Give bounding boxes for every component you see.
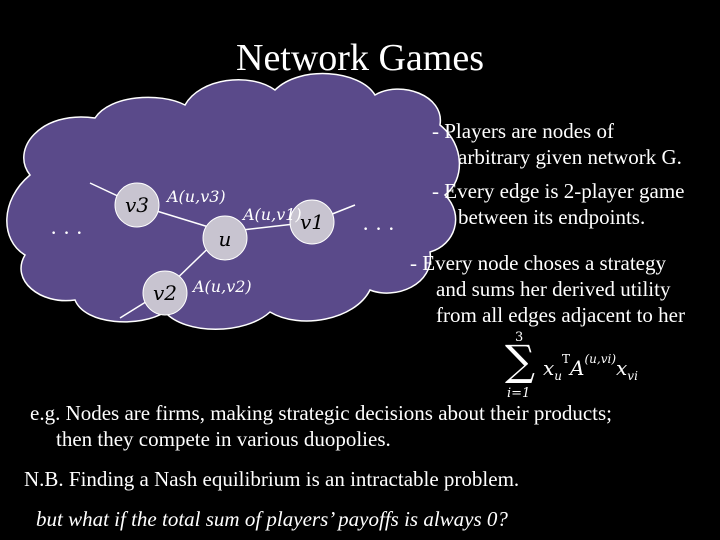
bullet-strategy: - Every node choses a strategy and sums … (410, 250, 685, 328)
ellipsis-left: · · · (50, 220, 83, 245)
formula-body: xuTA(u,vi)xvi (543, 352, 638, 383)
bullet-players: - Players are nodes of arbitrary given n… (432, 118, 682, 170)
utility-formula: 3 ∑ i=1 xuTA(u,vi)xvi (505, 330, 705, 402)
node-v1: v1 (289, 199, 335, 245)
bullet-strategy-line1: - Every node choses a strategy (410, 251, 666, 275)
example-line1: e.g. Nodes are firms, making strategic d… (30, 401, 613, 425)
bullet-players-line1: - Players are nodes of (432, 119, 614, 143)
svg-text:v2: v2 (153, 281, 177, 305)
formula-sigma: ∑ (505, 336, 535, 385)
example-line2: then they compete in various duopolies. (56, 427, 391, 451)
bullet-edges-line2: between its endpoints. (458, 205, 646, 229)
svg-text:v3: v3 (125, 193, 149, 217)
ellipsis-right: · · · (362, 216, 395, 241)
node-u: u (202, 215, 248, 261)
nb-note: N.B. Finding a Nash equilibrium is an in… (24, 467, 520, 491)
bullet-edges: - Every edge is 2-player game between it… (432, 178, 684, 230)
edge-label-u-v3: A(u,v3) (165, 187, 226, 206)
example-paragraph: e.g. Nodes are firms, making strategic d… (30, 400, 612, 452)
closing-question: but what if the total sum of players’ pa… (36, 507, 508, 531)
formula-sum-bottom: i=1 (507, 386, 531, 401)
bullet-strategy-line2: and sums her derived utility (436, 277, 671, 301)
node-v3: v3 (114, 182, 160, 228)
svg-text:v1: v1 (300, 210, 324, 234)
formula-sum-top: 3 (515, 330, 524, 345)
bullet-players-line2: arbitrary given network G. (458, 145, 682, 169)
edge-label-u-v2: A(u,v2) (191, 277, 252, 296)
slide-title: Network Games (236, 37, 484, 79)
bullet-edges-line1: - Every edge is 2-player game (432, 179, 685, 203)
svg-text:u: u (219, 227, 232, 251)
edge-label-u-v1: A(u,v1) (241, 205, 302, 224)
bullet-strategy-line3: from all edges adjacent to her (436, 303, 685, 327)
cloud-shape (6, 72, 461, 330)
node-v2: v2 (142, 270, 188, 316)
